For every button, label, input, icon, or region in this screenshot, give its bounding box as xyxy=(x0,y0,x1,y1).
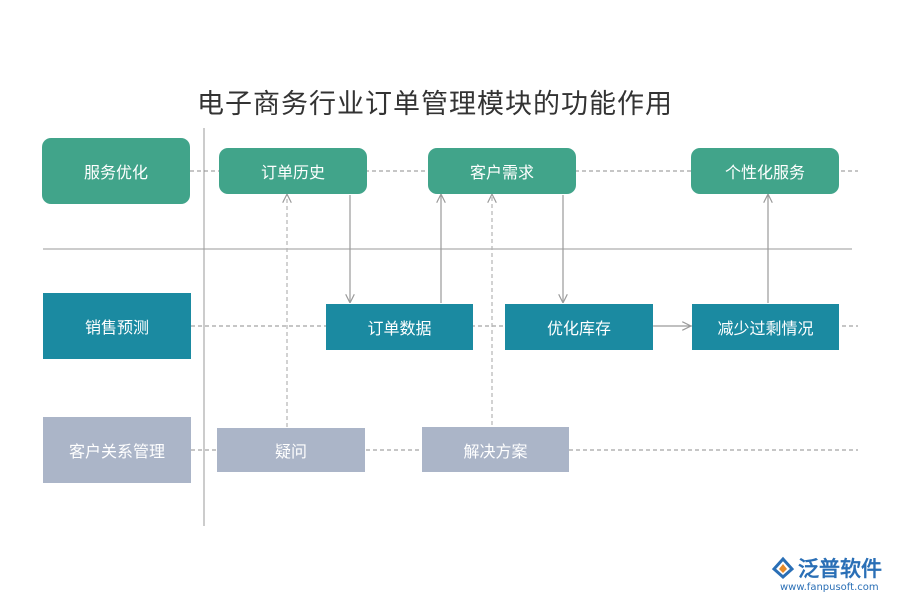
brand-logo[interactable]: 泛普软件 www.fanpusoft.com xyxy=(770,553,895,598)
page-title: 电子商务行业订单管理模块的功能作用 xyxy=(197,89,673,120)
logo-name: 泛普软件 xyxy=(798,557,882,581)
fanpu-logo-icon xyxy=(771,556,795,580)
node-customer-needs: 客户需求 xyxy=(428,148,576,194)
node-optimize-inventory: 优化库存 xyxy=(505,304,653,350)
node-personalized-service: 个性化服务 xyxy=(691,148,839,194)
node-order-history: 订单历史 xyxy=(219,148,367,194)
node-question: 疑问 xyxy=(217,428,365,472)
lane-service: 服务优化 xyxy=(42,138,190,204)
node-reduce-surplus: 减少过剩情况 xyxy=(692,304,839,350)
node-solution: 解决方案 xyxy=(422,427,569,472)
lane-crm: 客户关系管理 xyxy=(43,417,191,483)
node-order-data: 订单数据 xyxy=(326,304,473,350)
logo-url: www.fanpusoft.com xyxy=(780,582,879,593)
lane-sales: 销售预测 xyxy=(43,293,191,359)
